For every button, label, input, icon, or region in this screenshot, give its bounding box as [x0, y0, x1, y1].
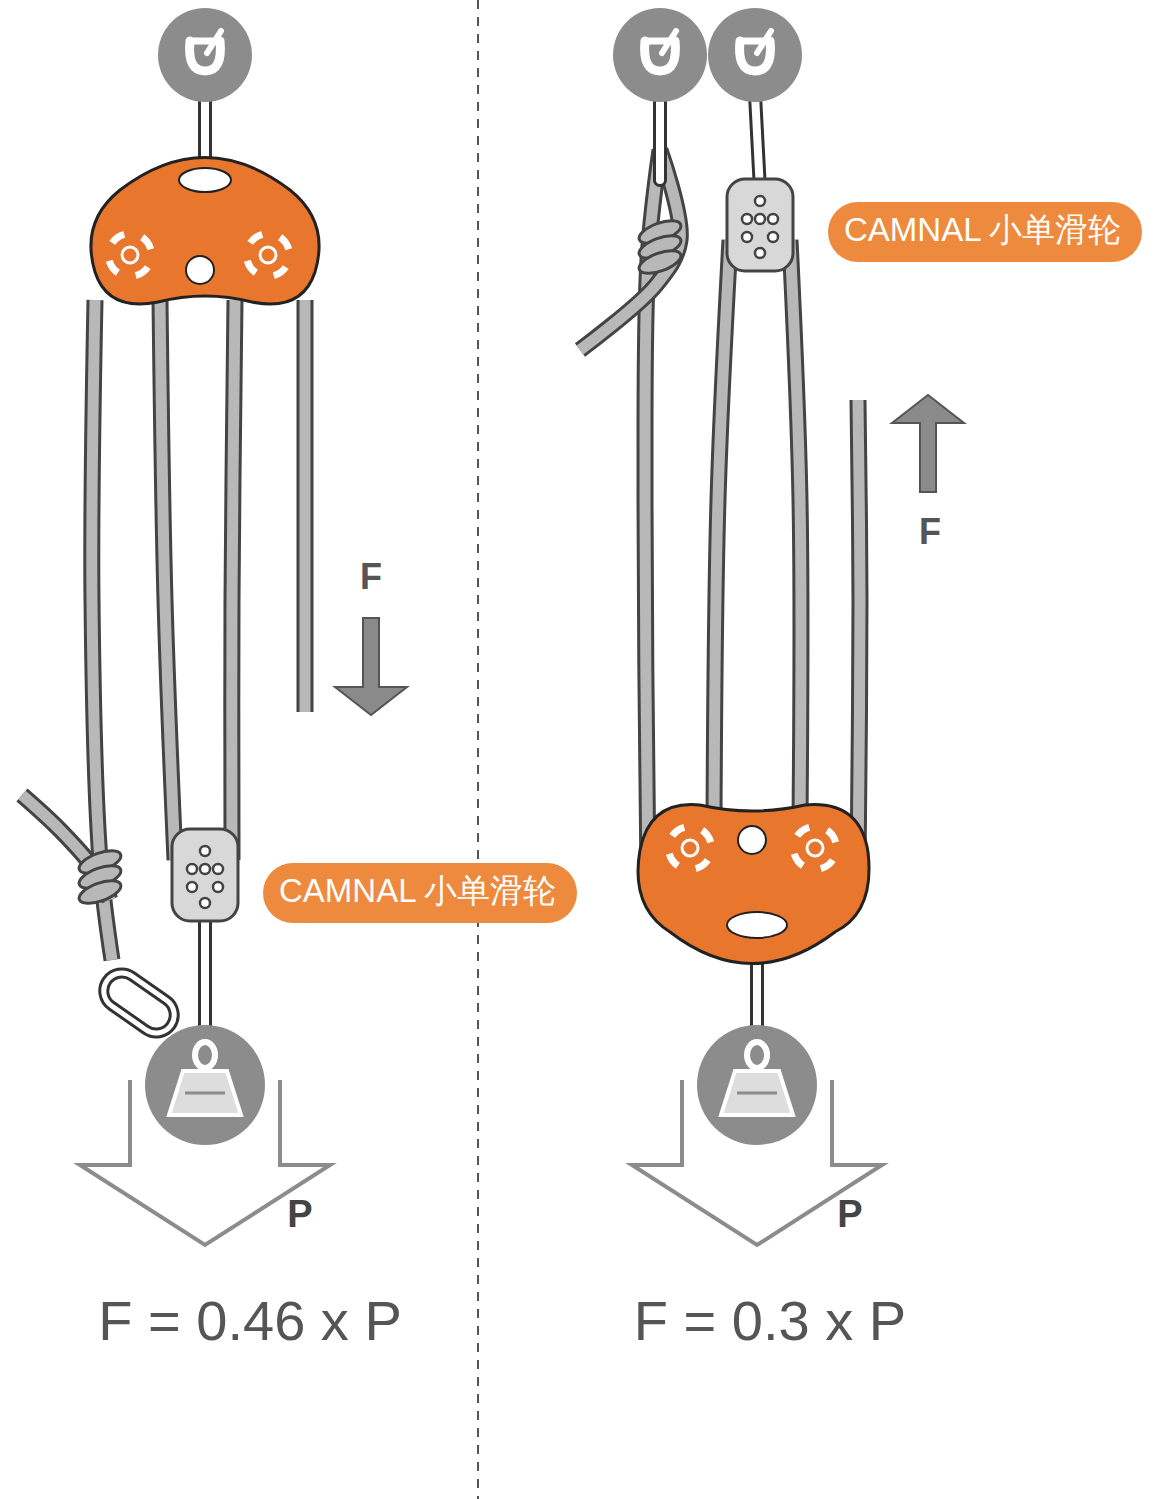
formula: F = 0.46 x P [98, 1288, 402, 1353]
sling [198, 915, 212, 1030]
force-arrow [335, 618, 407, 715]
rope [714, 240, 730, 820]
force-label: F [919, 511, 941, 553]
load-label: P [287, 1193, 312, 1236]
rope [160, 300, 175, 860]
rope [790, 240, 801, 820]
carabiner [97, 966, 182, 1040]
callout-text: CAMNAL 小单滑轮 [279, 871, 561, 911]
sling [755, 95, 760, 190]
rope [297, 300, 314, 712]
rope [858, 400, 860, 870]
rope [160, 300, 175, 860]
force-arrow [892, 395, 964, 492]
sling [755, 95, 760, 190]
divider [477, 0, 479, 1499]
sling [653, 95, 667, 180]
sling [201, 915, 209, 1030]
load [145, 1025, 265, 1145]
anchor [708, 8, 802, 102]
rope [790, 240, 801, 820]
callout-text: CAMNAL 小单滑轮 [844, 210, 1126, 250]
load [697, 1025, 817, 1145]
rope [232, 300, 235, 860]
anchor [158, 8, 252, 102]
rope [232, 300, 235, 860]
carabiner [97, 966, 182, 1040]
double-pulley [638, 805, 869, 964]
load-label: P [837, 1193, 862, 1236]
callout-pill: CAMNAL 小单滑轮 [263, 863, 577, 923]
force-label: F [360, 556, 382, 598]
rope [300, 300, 311, 712]
rope [714, 240, 730, 820]
small-pulley [727, 179, 793, 271]
anchor [613, 8, 707, 102]
formula: F = 0.3 x P [634, 1288, 906, 1353]
small-pulley [172, 829, 238, 921]
knot [636, 246, 684, 278]
double-pulley [91, 158, 319, 305]
callout-pill: CAMNAL 小单滑轮 [828, 202, 1142, 262]
rope [858, 400, 860, 870]
knot [76, 876, 124, 908]
sling [656, 95, 664, 180]
